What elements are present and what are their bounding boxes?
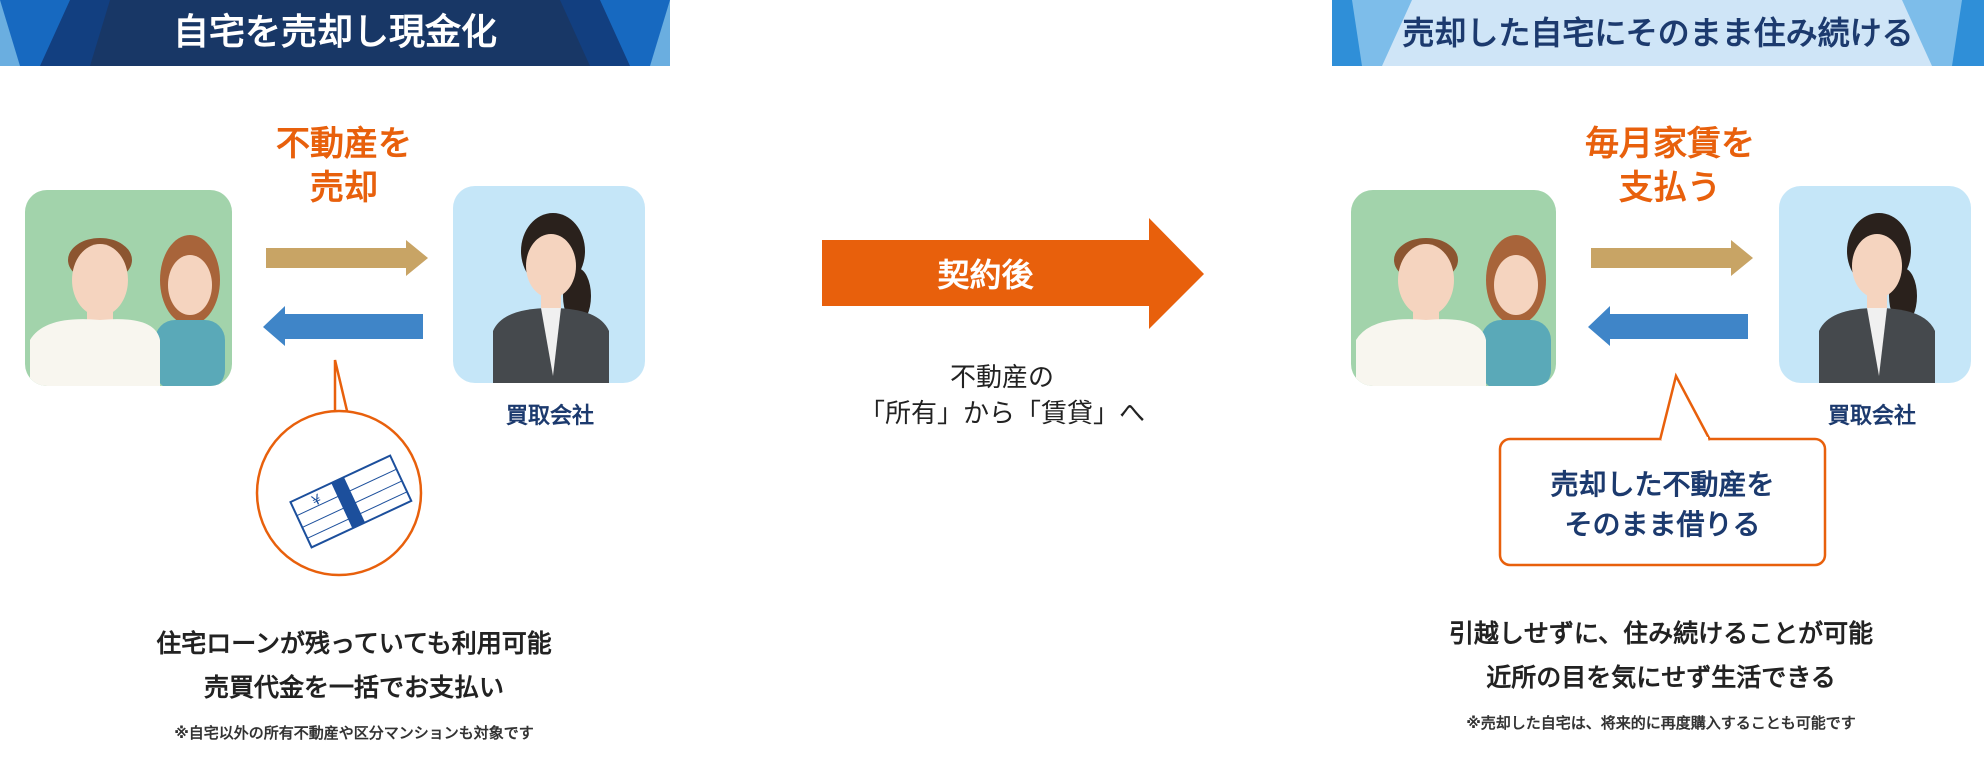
heading-line: 不動産を xyxy=(276,124,412,164)
caption-line: 不動産の xyxy=(949,363,1054,393)
money-bundle-icon: ¥ xyxy=(289,454,413,549)
heading-line: 支払う xyxy=(1619,168,1721,208)
callout-line: そのまま借りる xyxy=(1564,508,1761,541)
caption-line: 「所有」から「賃貸」へ xyxy=(858,399,1145,429)
couple-illustration xyxy=(1351,190,1556,386)
ownership-caption: 不動産の 「所有」から「賃貸」へ xyxy=(852,360,1152,432)
footnote: ※自宅以外の所有不動産や区分マンションも対象です xyxy=(174,724,534,742)
company-staff-illustration xyxy=(453,186,645,383)
exchange-arrows xyxy=(1588,240,1753,346)
right-banner: 売却した自宅にそのまま住み続ける xyxy=(1332,0,1984,66)
exchange-arrows xyxy=(263,240,428,346)
left-banner-title: 自宅を売却し現金化 xyxy=(172,12,497,53)
sell-heading: 不動産を売却 xyxy=(224,122,464,210)
left-banner: 自宅を売却し現金化 xyxy=(0,0,670,66)
couple-illustration xyxy=(25,190,232,386)
company-label: 買取会社 xyxy=(1827,404,1916,429)
benefit-line: 住宅ローンが残っていても利用可能 xyxy=(156,629,552,658)
lease-arrow xyxy=(1588,306,1748,346)
after-contract-arrow xyxy=(822,218,1204,329)
callout-line: 売却した不動産を xyxy=(1550,468,1775,501)
right-banner-title: 売却した自宅にそのまま住み続ける xyxy=(1402,14,1914,52)
benefit-line: 引越しせずに、住み続けることが可能 xyxy=(1448,619,1874,648)
leaseback-callout xyxy=(1498,372,1827,567)
right-benefits: 引越しせずに、住み続けることが可能 近所の目を気にせず生活できる ※売却した自宅… xyxy=(1411,612,1911,733)
company-label: 買取会社 xyxy=(505,404,594,429)
heading-line: 売却 xyxy=(310,168,378,208)
heading-line: 毎月家賃を xyxy=(1585,124,1755,164)
rent-arrow xyxy=(1591,240,1753,276)
left-benefits: 住宅ローンが残っていても利用可能 売買代金を一括でお支払い ※自宅以外の所有不動… xyxy=(104,622,604,743)
cash-arrow xyxy=(263,306,423,346)
company-staff-illustration xyxy=(1779,186,1971,383)
footnote: ※売却した自宅は、将来的に再度購入することも可能です xyxy=(1466,714,1856,732)
benefit-line: 売買代金を一括でお支払い xyxy=(203,673,504,702)
cash-callout: ¥ xyxy=(255,359,423,577)
leaseback-text: 売却した不動産を そのまま借りる xyxy=(1500,465,1825,545)
rent-heading: 毎月家賃を支払う xyxy=(1550,122,1790,210)
benefit-line: 近所の目を気にせず生活できる xyxy=(1486,663,1836,692)
sell-arrow xyxy=(266,240,428,276)
after-contract-label: 契約後 xyxy=(937,256,1034,294)
